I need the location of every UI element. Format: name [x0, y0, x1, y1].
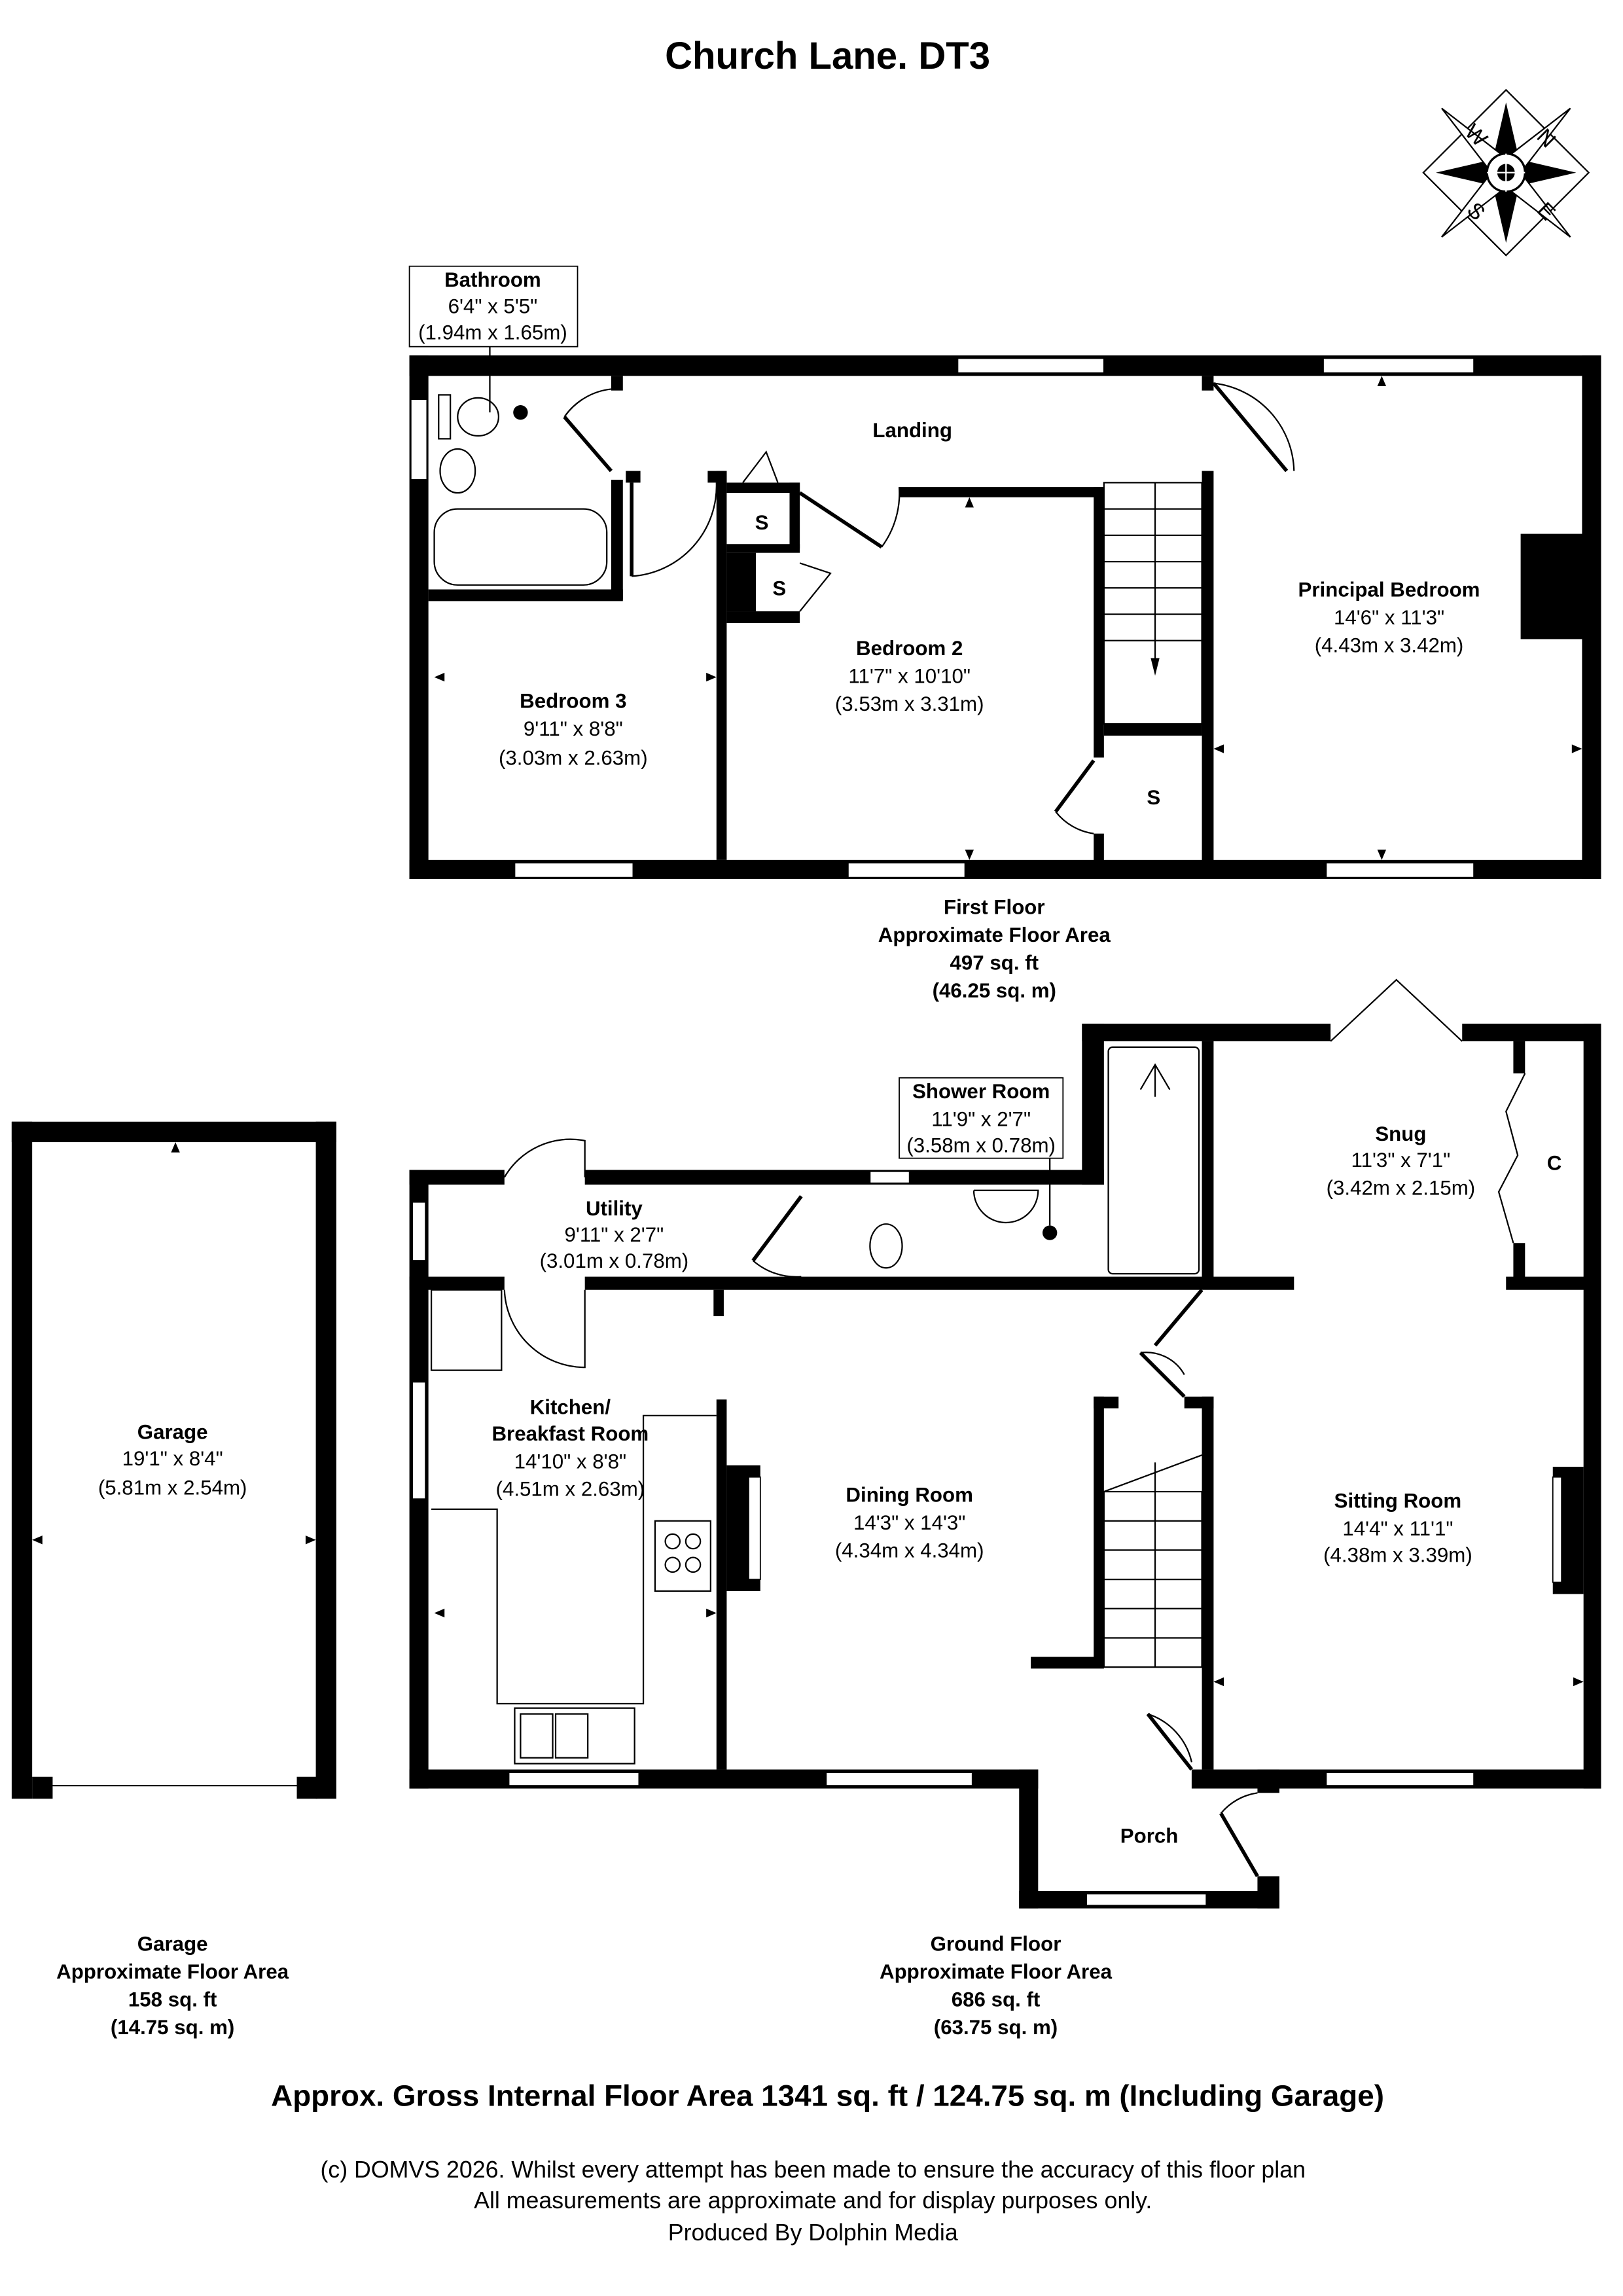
- shower-room-label-box: Shower Room 11'9" x 2'7" (3.58m x 0.78m): [899, 1077, 1064, 1226]
- cupboard-label: C: [1547, 1152, 1562, 1175]
- room-bedroom-2: Bedroom 2 11'7" x 10'10" (3.53m x 3.31m): [835, 637, 984, 715]
- windows: [410, 357, 1475, 878]
- room-sitting: Sitting Room 14'4" x 11'1" (4.38m x 3.39…: [1323, 1490, 1472, 1567]
- svg-text:All measurements are approxima: All measurements are approximate and for…: [474, 2187, 1152, 2214]
- svg-text:(4.51m x 2.63m): (4.51m x 2.63m): [496, 1478, 645, 1501]
- svg-text:(3.58m x 0.78m): (3.58m x 0.78m): [906, 1134, 1056, 1157]
- svg-text:11'3" x 7'1": 11'3" x 7'1": [1351, 1149, 1451, 1172]
- room-name-bathroom: Bathroom: [444, 268, 541, 291]
- room-garage: Garage 19'1" x 8'4" (5.81m x 2.54m): [98, 1421, 247, 1499]
- storage-label: S: [772, 577, 786, 600]
- svg-text:(63.75 sq. m): (63.75 sq. m): [934, 2016, 1058, 2039]
- svg-text:14'4" x 11'1": 14'4" x 11'1": [1342, 1517, 1453, 1540]
- staircase: [1103, 482, 1203, 725]
- svg-text:686 sq. ft: 686 sq. ft: [952, 1988, 1041, 2011]
- svg-text:(46.25 sq. m): (46.25 sq. m): [933, 979, 1056, 1002]
- garage-plan: Garage 19'1" x 8'4" (5.81m x 2.54m) Gara…: [11, 1121, 336, 2039]
- svg-text:Dining Room: Dining Room: [846, 1484, 973, 1507]
- svg-text:Ground Floor: Ground Floor: [931, 1933, 1061, 1956]
- bathroom-label-box: Bathroom 6'4" x 5'5" (1.94m x 1.65m): [408, 265, 579, 413]
- compass-rose-icon: W N E S: [1422, 88, 1590, 257]
- svg-text:Garage: Garage: [137, 1933, 208, 1956]
- svg-text:(c) DOMVS 2026. Whilst every a: (c) DOMVS 2026. Whilst every attempt has…: [320, 2157, 1306, 2183]
- svg-text:6'4" x 5'5": 6'4" x 5'5": [448, 295, 538, 317]
- room-snug: Snug 11'3" x 7'1" (3.42m x 2.15m): [1327, 1122, 1476, 1200]
- svg-text:497 sq. ft: 497 sq. ft: [950, 951, 1039, 974]
- page-title: Church Lane. DT3: [665, 35, 990, 77]
- svg-text:9'11" x 2'7": 9'11" x 2'7": [564, 1223, 664, 1246]
- bathroom-fixtures: [433, 394, 608, 586]
- doors: [563, 382, 1295, 834]
- svg-text:(4.34m x 4.34m): (4.34m x 4.34m): [835, 1539, 984, 1562]
- svg-text:19'1" x 8'4": 19'1" x 8'4": [122, 1447, 223, 1470]
- doors: [503, 978, 1526, 1878]
- storage-label: S: [1147, 786, 1160, 809]
- room-kitchen: Kitchen/ Breakfast Room 14'10" x 8'8" (4…: [491, 1396, 649, 1501]
- room-dining: Dining Room 14'3" x 14'3" (4.34m x 4.34m…: [835, 1484, 984, 1562]
- svg-text:(3.01m x 0.78m): (3.01m x 0.78m): [540, 1249, 689, 1272]
- svg-text:(14.75 sq. m): (14.75 sq. m): [111, 2016, 234, 2039]
- shower-fixtures: [869, 1046, 1200, 1275]
- svg-text:158 sq. ft: 158 sq. ft: [128, 1988, 217, 2011]
- svg-text:(3.53m x 3.31m): (3.53m x 3.31m): [835, 692, 984, 715]
- first-floor-area: First Floor Approximate Floor Area 497 s…: [878, 896, 1111, 1002]
- kitchen-fixtures: [430, 1289, 717, 1765]
- svg-text:9'11" x 8'8": 9'11" x 8'8": [524, 717, 623, 740]
- ground-floor-area: Ground Floor Approximate Floor Area 686 …: [880, 1933, 1113, 2039]
- svg-text:Snug: Snug: [1375, 1122, 1426, 1145]
- svg-text:Sitting Room: Sitting Room: [1334, 1490, 1462, 1513]
- svg-text:Approximate Floor Area: Approximate Floor Area: [880, 1960, 1113, 1983]
- svg-text:Bedroom 2: Bedroom 2: [856, 637, 963, 660]
- svg-text:Garage: Garage: [137, 1421, 208, 1444]
- svg-text:Kitchen/: Kitchen/: [530, 1396, 611, 1419]
- svg-text:11'7" x 10'10": 11'7" x 10'10": [848, 665, 971, 688]
- room-principal-bedroom: Principal Bedroom 14'6" x 11'3" (4.43m x…: [1298, 579, 1480, 657]
- svg-text:(5.81m x 2.54m): (5.81m x 2.54m): [98, 1477, 247, 1499]
- svg-text:Breakfast Room: Breakfast Room: [491, 1422, 649, 1445]
- svg-text:Approximate Floor Area: Approximate Floor Area: [878, 924, 1111, 946]
- svg-text:14'10" x 8'8": 14'10" x 8'8": [514, 1450, 626, 1473]
- svg-text:Utility: Utility: [586, 1197, 643, 1220]
- disclaimer: (c) DOMVS 2026. Whilst every attempt has…: [320, 2157, 1306, 2246]
- room-bedroom-3: Bedroom 3 9'11" x 8'8" (3.03m x 2.63m): [499, 689, 648, 769]
- svg-text:14'6" x 11'3": 14'6" x 11'3": [1334, 606, 1444, 629]
- svg-text:Bedroom 3: Bedroom 3: [520, 689, 626, 712]
- svg-text:(4.38m x 3.39m): (4.38m x 3.39m): [1323, 1543, 1472, 1566]
- svg-text:First Floor: First Floor: [944, 896, 1045, 919]
- room-utility: Utility 9'11" x 2'7" (3.01m x 0.78m): [540, 1197, 689, 1272]
- room-name-landing: Landing: [872, 419, 952, 442]
- svg-text:(4.43m x 3.42m): (4.43m x 3.42m): [1315, 634, 1464, 657]
- svg-text:11'9" x 2'7": 11'9" x 2'7": [931, 1107, 1031, 1130]
- svg-text:(1.94m x 1.65m): (1.94m x 1.65m): [418, 321, 567, 344]
- room-name-porch: Porch: [1120, 1824, 1179, 1847]
- first-floor-plan: Bathroom 6'4" x 5'5" (1.94m x 1.65m) Lan…: [408, 265, 1601, 1002]
- svg-text:14'3" x 14'3": 14'3" x 14'3": [853, 1511, 965, 1534]
- ground-floor-plan: Shower Room 11'9" x 2'7" (3.58m x 0.78m)…: [409, 978, 1601, 2039]
- svg-text:Produced By Dolphin Media: Produced By Dolphin Media: [668, 2219, 958, 2246]
- storage-label: S: [755, 511, 769, 534]
- svg-text:Approximate Floor Area: Approximate Floor Area: [56, 1960, 289, 1983]
- svg-text:Shower Room: Shower Room: [912, 1080, 1050, 1103]
- garage-area: Garage Approximate Floor Area 158 sq. ft…: [56, 1933, 289, 2039]
- svg-text:Principal Bedroom: Principal Bedroom: [1298, 579, 1480, 601]
- svg-text:(3.03m x 2.63m): (3.03m x 2.63m): [499, 747, 648, 770]
- staircase: [1103, 1454, 1203, 1668]
- svg-text:(3.42m x 2.15m): (3.42m x 2.15m): [1327, 1176, 1476, 1199]
- gross-floor-area: Approx. Gross Internal Floor Area 1341 s…: [271, 2079, 1384, 2112]
- dimension-markers: [32, 376, 1584, 1687]
- windows: [412, 1170, 1563, 1907]
